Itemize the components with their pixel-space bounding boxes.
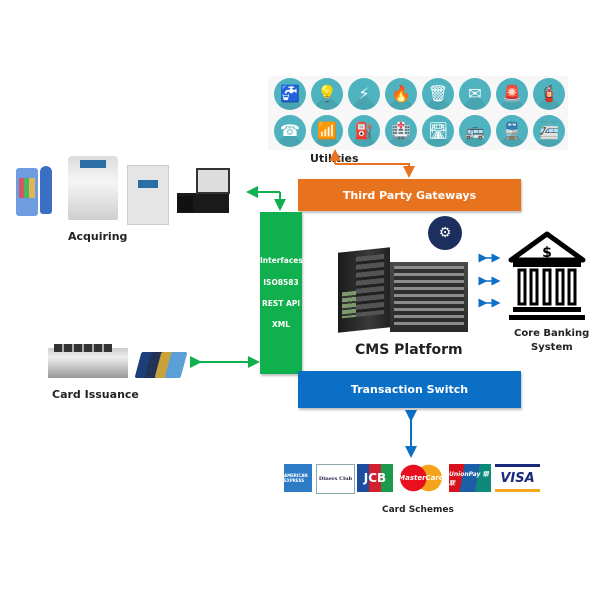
interface-iso8583: ISO8583 — [263, 278, 299, 287]
receipt-printer-icon — [177, 196, 193, 212]
atm-machine-icon — [68, 156, 118, 220]
core-banking-label-line1: Core Banking — [514, 328, 590, 339]
telephone-icon: ☎ — [274, 115, 306, 147]
road-icon: 🛣 — [422, 115, 454, 147]
fire-hydrant-icon: 🧯 — [533, 78, 565, 110]
cms-platform-label: CMS Platform — [355, 342, 463, 358]
train-icon: 🚆 — [496, 115, 528, 147]
acquiring-label: Acquiring — [68, 230, 128, 243]
card-reader-icon — [40, 166, 52, 214]
water-tap-icon: 🚰 — [274, 78, 306, 110]
bank-building-icon: $ — [508, 231, 586, 320]
interface-rest-api: REST API — [261, 299, 301, 308]
diners-club-logo: Diners Club — [316, 464, 355, 494]
utilities-connector-h — [335, 163, 415, 178]
mastercard-logo: MasterCard — [397, 464, 445, 492]
metro-icon: 🚈 — [533, 115, 565, 147]
american-express-logo: AMERICAN EXPRESS — [284, 464, 312, 492]
server-rack-icon — [390, 262, 468, 332]
power-tower-icon: ⚡ — [348, 78, 380, 110]
visa-logo: VISA — [495, 464, 540, 492]
interfaces-title: Interfaces — [260, 256, 303, 265]
trash-bin-icon: 🗑 — [422, 78, 454, 110]
jcb-logo: JCB — [357, 464, 393, 492]
card-issuance-label: Card Issuance — [52, 388, 139, 401]
transaction-switch-bar: Transaction Switch — [298, 371, 521, 408]
interfaces-block: Interfaces ISO8583 REST API XML — [260, 212, 303, 374]
unionpay-logo: UnionPay 银联 — [449, 464, 491, 492]
card-printer-icon — [48, 344, 128, 378]
third-party-gateways-label: Third Party Gateways — [342, 188, 477, 202]
mail-icon: ✉ — [459, 78, 491, 110]
core-banking-label-line2: System — [531, 342, 573, 353]
interface-xml: XML — [271, 320, 291, 329]
transaction-switch-label: Transaction Switch — [350, 383, 469, 396]
dollar-sign: $ — [542, 245, 552, 261]
utilities-icon-grid: 🚰💡⚡🔥🗑✉🚨🧯 ☎📶⛽🏥🛣🚌🚆🚈 — [268, 76, 568, 150]
fire-icon: 🔥 — [385, 78, 417, 110]
pos-terminal-icon — [16, 168, 38, 216]
alarm-siren-icon: 🚨 — [496, 78, 528, 110]
third-party-gateways-bar: Third Party Gateways — [298, 179, 521, 211]
hospital-icon: 🏥 — [385, 115, 417, 147]
card-schemes-label: Card Schemes — [382, 505, 454, 515]
bus-icon: 🚌 — [459, 115, 491, 147]
kiosk-icon — [127, 165, 169, 225]
gas-pump-icon: ⛽ — [348, 115, 380, 147]
light-bulb-icon: 💡 — [311, 78, 343, 110]
wifi-icon: 📶 — [311, 115, 343, 147]
gears-dollar-icon: ⚙ — [428, 216, 462, 250]
server-tower-icon — [338, 247, 390, 333]
pos-monitor-icon — [196, 168, 230, 194]
